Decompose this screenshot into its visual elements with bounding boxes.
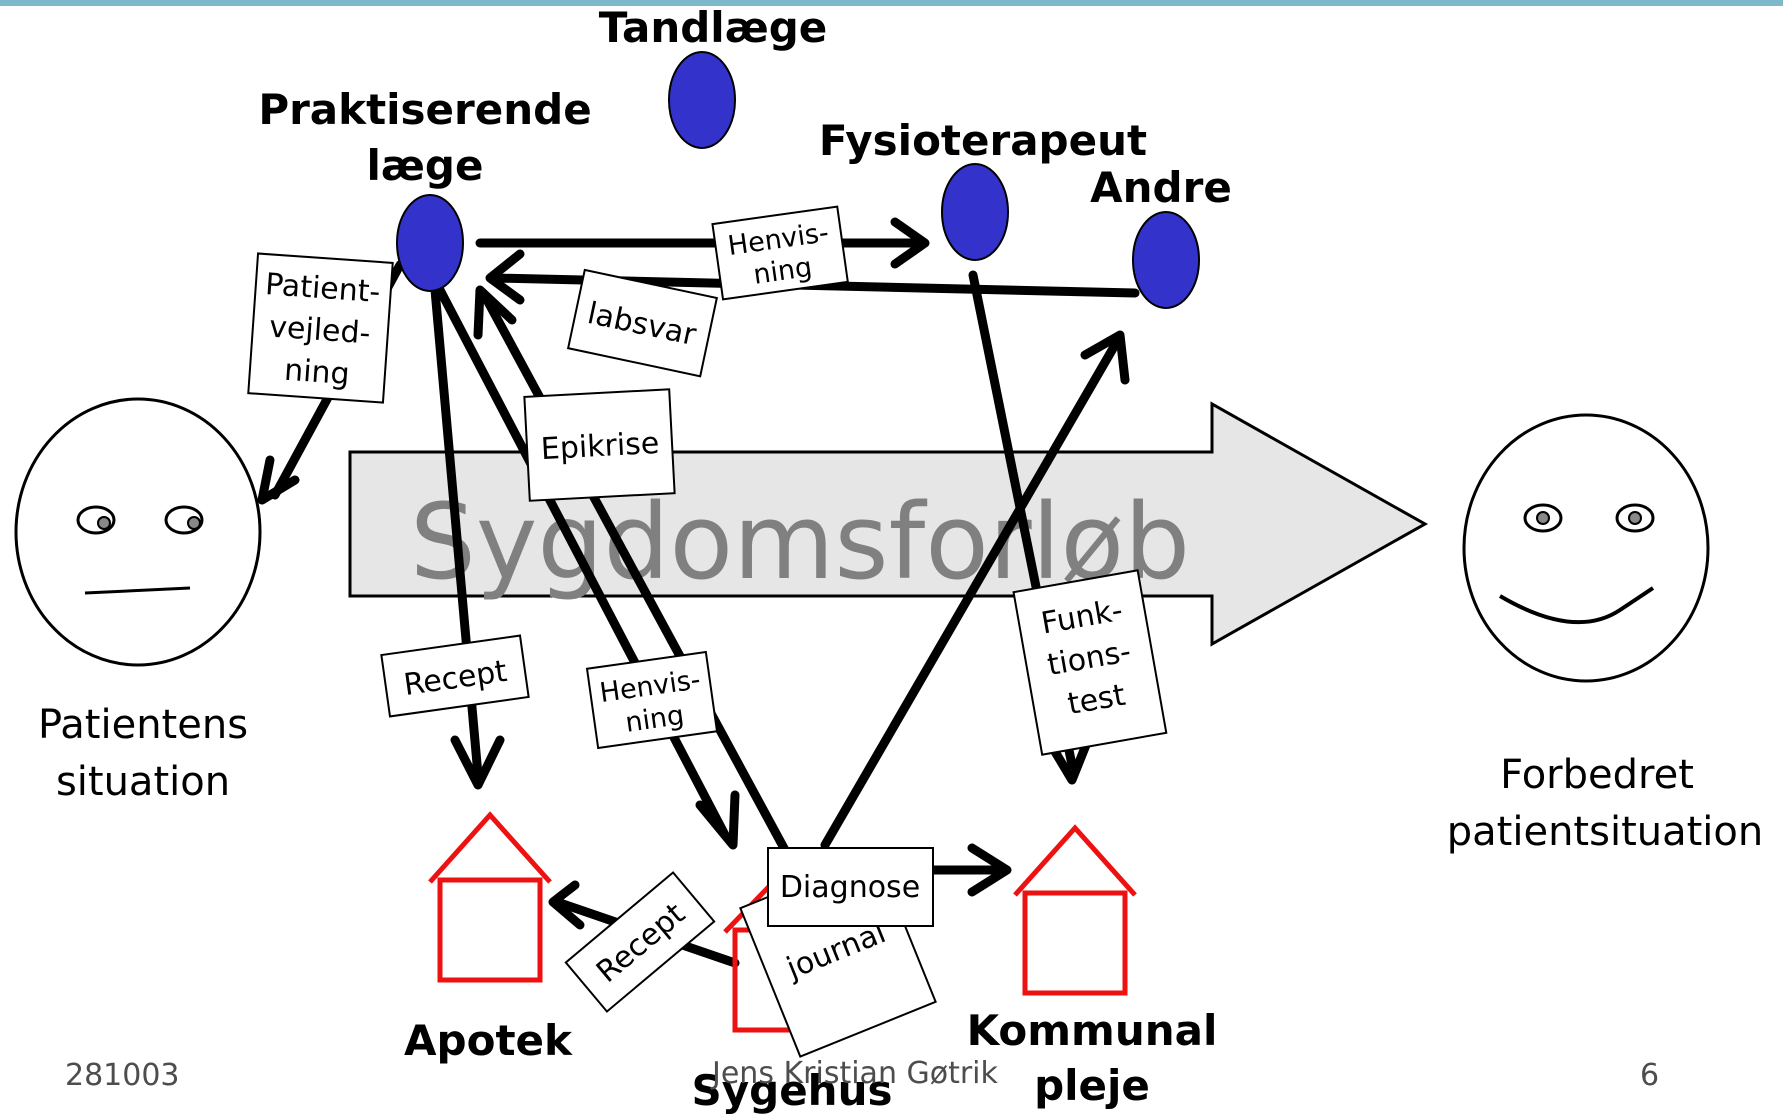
- sygehus-label: Sygehus: [692, 1066, 893, 1114]
- provider-nodes: [396, 51, 1200, 309]
- tandlaege-label: Tandlæge: [599, 3, 828, 52]
- footer-author: Jens Kristian Gøtrik: [710, 1056, 999, 1091]
- praktiserende-label-1: Praktiserende: [258, 85, 591, 134]
- praktiserende-label-2: læge: [367, 141, 484, 190]
- funktionstest-box: Funk- tions- test: [1012, 569, 1168, 756]
- arrowhead-fysio: [890, 217, 930, 269]
- face-labels: Patientens situation Forbedret patientsi…: [38, 702, 1763, 855]
- top-accent-bar: [0, 0, 1783, 6]
- line-sygehus-to-laege: [482, 295, 790, 855]
- arrowhead-patient: [257, 455, 300, 505]
- tandlaege-node: [668, 51, 736, 149]
- recept-left-box: Recept: [380, 634, 530, 718]
- recept-bottom-box: Recept: [564, 871, 716, 1013]
- svg-text:vejled-: vejled-: [268, 310, 371, 352]
- apotek-house-body: [437, 877, 543, 983]
- svg-text:Epikrise: Epikrise: [540, 426, 660, 467]
- patientsituation-label: patientsituation: [1447, 809, 1763, 855]
- sygdomsforloeb-label: Sygdomsforløb: [410, 481, 1190, 603]
- fysioterapeut-label: Fysioterapeut: [819, 116, 1147, 165]
- labsvar-box: labsvar: [566, 268, 719, 378]
- kommunal-label-2: pleje: [1034, 1061, 1150, 1110]
- svg-text:Diagnose: Diagnose: [780, 870, 920, 905]
- kommunal-label-1: Kommunal: [967, 1006, 1218, 1055]
- patientvejledning-box: Patient- vejled- ning: [247, 252, 394, 404]
- kommunal-house-roof: [1013, 824, 1137, 897]
- henvisning-top-box: Henvis- ning: [711, 205, 849, 301]
- line-sygehus-to-andre: [820, 340, 1120, 850]
- situation-label: situation: [56, 759, 230, 805]
- fysioterapeut-node: [941, 163, 1009, 261]
- improved-face: [1462, 413, 1710, 683]
- footer: 281003 Jens Kristian Gøtrik 6: [65, 1056, 1659, 1093]
- footer-page: 6: [1640, 1058, 1659, 1093]
- patientens-label: Patientens: [38, 702, 248, 748]
- patient-face: [14, 397, 262, 667]
- forbedret-label: Forbedret: [1500, 752, 1694, 798]
- apotek-house-roof: [428, 811, 552, 884]
- footer-date: 281003: [65, 1058, 180, 1093]
- arrowhead-kommunal-side: [967, 843, 1012, 897]
- line-laege-to-sygehus: [435, 285, 730, 840]
- arrowhead-apotek-bottom: [548, 880, 585, 930]
- arrowhead-sygehus: [695, 790, 740, 850]
- henvisning-mid-box: Henvis- ning: [585, 650, 719, 750]
- andre-node: [1132, 211, 1200, 309]
- arrowhead-apotek: [450, 735, 505, 790]
- praktiserende-laege-node: [396, 194, 464, 292]
- node-labels: Tandlæge Praktiserende læge Fysioterapeu…: [258, 3, 1232, 1114]
- andre-label: Andre: [1090, 163, 1232, 212]
- arrowhead-laege-labsvar: [485, 249, 525, 305]
- arrowhead-andre: [1080, 330, 1130, 385]
- svg-text:Patient-: Patient-: [264, 267, 381, 310]
- kommunal-house-body: [1022, 890, 1128, 996]
- svg-text:ning: ning: [283, 353, 351, 392]
- diagnose-box: Diagnose: [767, 847, 934, 927]
- apotek-label: Apotek: [404, 1016, 573, 1065]
- arrowhead-laege-epikrise: [473, 285, 517, 340]
- epikrise-box: Epikrise: [523, 388, 676, 502]
